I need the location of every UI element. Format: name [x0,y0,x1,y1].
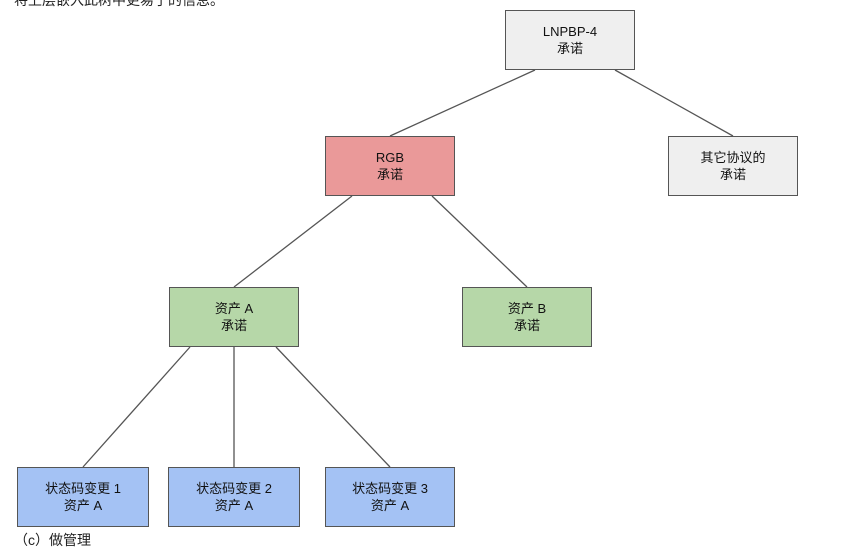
node-label: 资产 A [214,301,254,316]
node-sublabel: 资产 A [63,498,103,513]
node-label: 资产 B [507,301,547,316]
node-sublabel: 资产 A [214,498,254,513]
edge-asset-a-state-1 [82,346,191,468]
edge-rgb-asset-a [233,195,353,288]
node-label: RGB [375,150,405,165]
node-state-transition-3: 状态码变更 3 资产 A [325,467,455,527]
edge-lnpbp4-other [614,69,734,137]
node-rgb-commitment: RGB 承诺 [325,136,455,196]
node-sublabel: 资产 A [370,498,410,513]
node-label: 状态码变更 1 [45,481,121,496]
node-state-transition-1: 状态码变更 1 资产 A [17,467,149,527]
edge-rgb-asset-b [431,195,528,288]
node-label: 状态码变更 3 [352,481,428,496]
node-label: LNPBP-4 [542,24,598,39]
node-sublabel: 承诺 [513,318,540,333]
node-other-protocol-commitment: 其它协议的 承诺 [668,136,798,196]
node-sublabel: 承诺 [719,167,746,182]
node-lnpbp4-commitment: LNPBP-4 承诺 [505,10,635,70]
node-sublabel: 承诺 [556,41,583,56]
node-sublabel: 承诺 [376,167,403,182]
edge-lnpbp4-rgb [389,69,536,137]
node-label: 状态码变更 2 [196,481,272,496]
node-label: 其它协议的 [700,150,766,165]
node-asset-a-commitment: 资产 A 承诺 [169,287,299,347]
node-state-transition-2: 状态码变更 2 资产 A [168,467,300,527]
edge-asset-a-state-3 [275,346,391,468]
bottom-caption: （c）做管理 [14,532,91,548]
node-sublabel: 承诺 [220,318,247,333]
node-asset-b-commitment: 资产 B 承诺 [462,287,592,347]
top-caption: 将上层嵌入此树中更易于的信息。 [14,0,224,8]
